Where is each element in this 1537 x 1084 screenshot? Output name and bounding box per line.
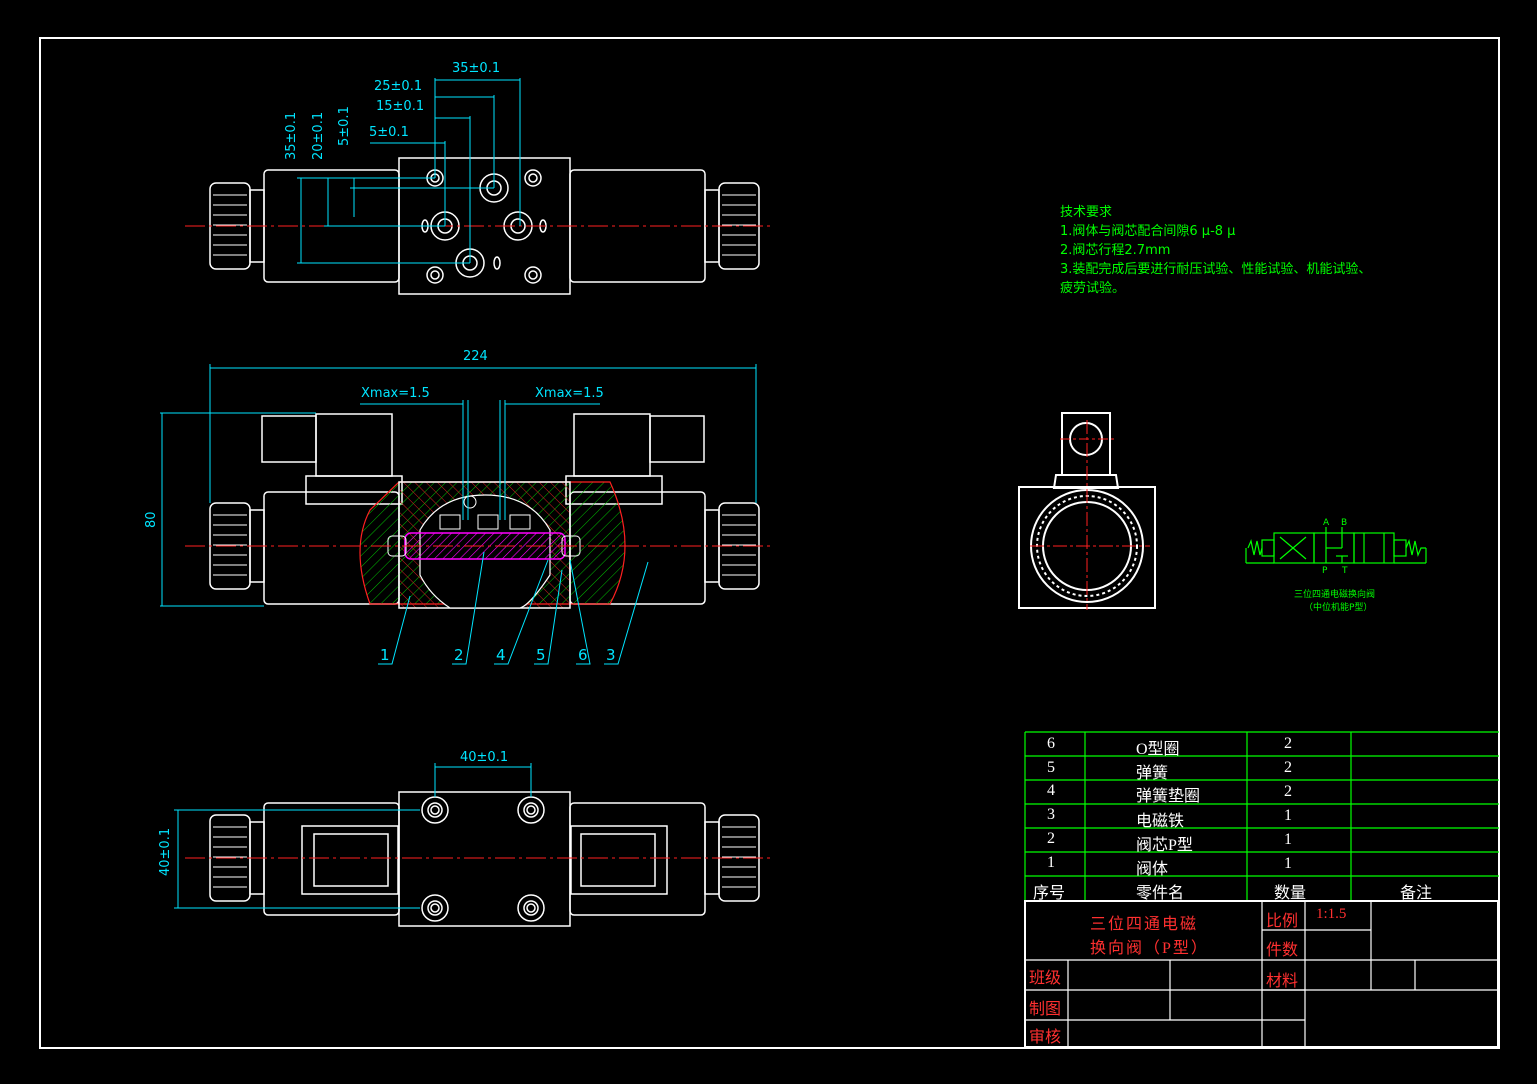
parts-header-name: 零件名 [1136, 885, 1185, 902]
dim-xmax-left: Xmax=1.5 [361, 386, 430, 401]
parts-row-1-qty: 1 [1284, 855, 1292, 872]
front-dim-lines [160, 364, 757, 665]
dim-v35: 35±0.1 [284, 111, 299, 160]
dim-35-top: 35±0.1 [452, 61, 501, 76]
port-t-label: T [1342, 566, 1348, 576]
parts-row-3-name: 电磁铁 [1136, 813, 1185, 830]
port-a-label: A [1323, 518, 1330, 528]
dim-80: 80 [144, 511, 159, 528]
parts-row-6-no: 6 [1047, 735, 1055, 752]
checked-label: 审核 [1029, 1029, 1062, 1046]
bottom-dim-lines [174, 763, 532, 909]
dim-15: 15±0.1 [376, 99, 425, 114]
port-p-label: P [1322, 566, 1328, 576]
parts-row-6-qty: 2 [1284, 735, 1292, 752]
valve-symbol [1245, 527, 1427, 564]
parts-row-3-no: 3 [1047, 806, 1055, 823]
leader-4: 4 [496, 646, 506, 664]
top-dim-lines [297, 78, 521, 264]
parts-row-1-name: 阀体 [1136, 861, 1169, 878]
dim-5: 5±0.1 [369, 125, 409, 140]
dim-224: 224 [463, 349, 488, 364]
parts-row-1-no: 1 [1047, 854, 1055, 871]
parts-row-4-qty: 2 [1284, 783, 1292, 800]
dim-xmax-right: Xmax=1.5 [535, 386, 604, 401]
symbol-caption-2: （中位机能P型） [1304, 603, 1373, 613]
tech-item-2: 2.阀芯行程2.7mm [1060, 243, 1171, 258]
class-label: 班级 [1029, 970, 1062, 987]
material-label: 材料 [1266, 973, 1299, 990]
leader-1: 1 [380, 646, 390, 664]
dim-v5: 5±0.1 [337, 106, 352, 146]
parts-header-qty: 数量 [1274, 885, 1307, 902]
parts-row-2-qty: 1 [1284, 831, 1292, 848]
parts-row-3-qty: 1 [1284, 807, 1292, 824]
parts-row-5-qty: 2 [1284, 759, 1292, 776]
tech-requirements: 技术要求 1.阀体与阀芯配合间隙6 μ-8 μ 2.阀芯行程2.7mm 3.装配… [1060, 203, 1371, 298]
dim-25: 25±0.1 [374, 79, 423, 94]
count-label: 件数 [1266, 942, 1299, 959]
dim-40-bottom: 40±0.1 [460, 750, 509, 765]
leader-5: 5 [536, 646, 546, 664]
parts-row-4-no: 4 [1047, 782, 1055, 799]
drawing-title-line2: 换向阀（P型） [1090, 940, 1209, 957]
drawn-label: 制图 [1029, 1001, 1062, 1018]
parts-row-6-name: O型圈 [1136, 741, 1180, 758]
parts-header-note: 备注 [1400, 885, 1433, 902]
tech-heading: 技术要求 [1060, 205, 1113, 220]
parts-row-5-no: 5 [1047, 759, 1055, 776]
symbol-caption-1: 三位四通电磁换向阀 [1294, 590, 1376, 600]
parts-row-4-name: 弹簧垫圈 [1136, 788, 1201, 805]
parts-table-grid [1024, 731, 1499, 901]
drawing-title-line1: 三位四通电磁 [1090, 916, 1199, 933]
scale-value: 1:1.5 [1316, 906, 1347, 922]
parts-row-2-name: 阀芯P型 [1136, 837, 1193, 854]
tech-item-3: 3.装配完成后要进行耐压试验、性能试验、机能试验、 [1060, 262, 1372, 277]
parts-header-no: 序号 [1033, 885, 1066, 902]
port-b-label: B [1341, 518, 1348, 528]
side-view [1018, 412, 1156, 609]
dim-v20: 20±0.1 [311, 111, 326, 160]
bottom-view [209, 791, 760, 927]
dim-v40: 40±0.1 [158, 827, 173, 876]
leader-3: 3 [606, 646, 616, 664]
tech-item-4: 疲劳试验。 [1060, 281, 1126, 296]
parts-row-2-no: 2 [1047, 830, 1055, 847]
scale-label: 比例 [1266, 913, 1299, 930]
tech-item-1: 1.阀体与阀芯配合间隙6 μ-8 μ [1060, 224, 1236, 239]
leader-6: 6 [578, 646, 588, 664]
title-block-grid [1024, 900, 1499, 1048]
side-centerlines [1030, 420, 1150, 610]
sheet-border [39, 37, 1500, 1049]
leader-2: 2 [454, 646, 464, 664]
parts-row-5-name: 弹簧 [1136, 765, 1169, 782]
